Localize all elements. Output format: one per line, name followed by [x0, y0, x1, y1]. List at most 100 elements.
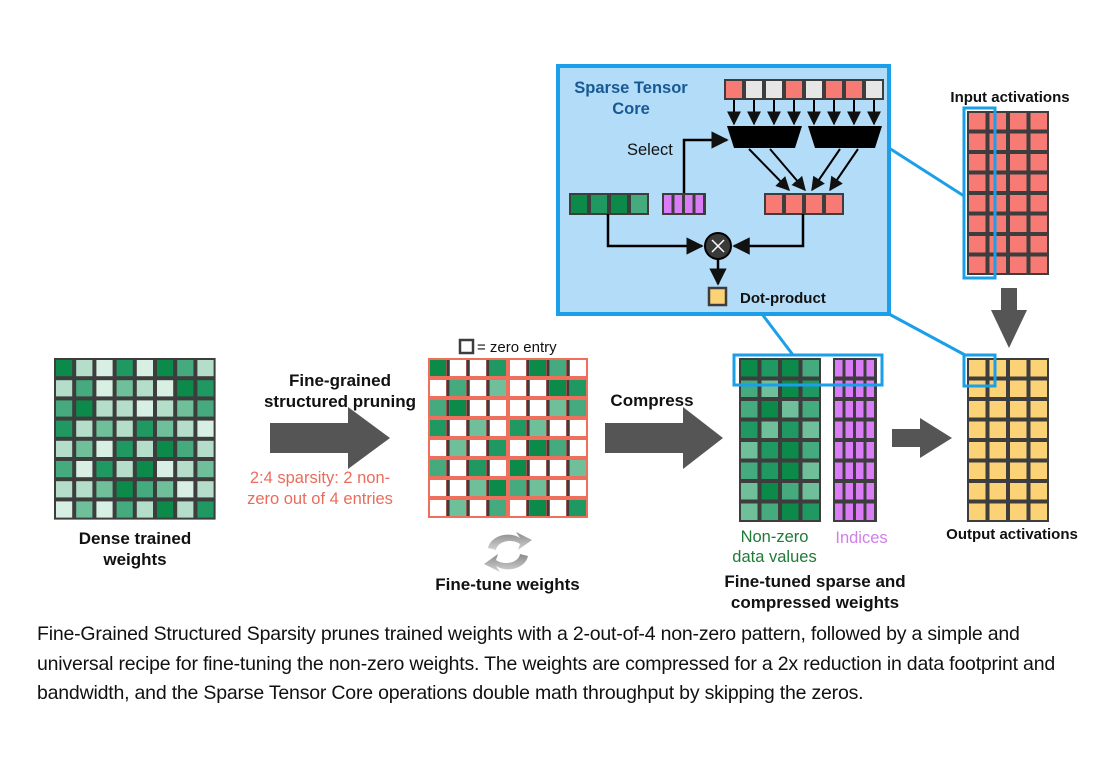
dense-weight-cell: [96, 400, 113, 417]
sparsity-note-line1: 2:4 sparsity: 2 non-: [249, 469, 391, 487]
cell-divider: [446, 460, 450, 476]
index-cell: [845, 462, 853, 479]
dense-weight-cell: [157, 501, 174, 518]
cell-divider: [466, 400, 470, 416]
dense-weight-cell: [136, 420, 153, 437]
cell-divider: [526, 420, 530, 436]
input-activation-cell: [1030, 113, 1047, 130]
tc-input-cell: [786, 81, 802, 98]
nonzero-weight-cell: [550, 440, 566, 456]
output-activation-cell: [1030, 421, 1047, 438]
zero-weight-cell: [570, 420, 586, 436]
cell-divider: [566, 480, 570, 496]
cell-divider: [466, 440, 470, 456]
output-activation-cell: [989, 462, 1006, 479]
cell-divider: [486, 460, 490, 476]
index-cell: [835, 380, 843, 397]
dense-weight-cell: [197, 400, 214, 417]
multiplexer-right: [808, 126, 882, 148]
dense-weight-cell: [136, 461, 153, 478]
activations-to-multiply-line: [732, 214, 805, 255]
compressed-weight-cell: [782, 483, 799, 500]
cell-divider: [546, 480, 550, 496]
output-activation-cell: [1030, 380, 1047, 397]
input-activation-cell: [989, 113, 1006, 130]
input-activation-cell: [1010, 154, 1027, 171]
nonzero-weight-cell: [550, 400, 566, 416]
pruning-label-line1: Fine-grained: [288, 371, 391, 390]
compressed-weight-cell: [802, 401, 819, 418]
compressed-weight-cell: [761, 462, 778, 479]
tensor-core-weight-values: [569, 193, 649, 215]
indices-grid: [833, 358, 877, 522]
dense-weight-cell: [96, 461, 113, 478]
cell-divider: [466, 360, 470, 376]
tc-selected-cell: [786, 195, 802, 213]
compressed-weights-title-line2: compressed weights: [730, 593, 900, 612]
index-cell: [866, 421, 874, 438]
sparse-tensor-core-panel: Sparse Tensor Core Select Dot-product: [556, 64, 891, 316]
compressed-weights-title: Fine-tuned sparse and compressed weights: [705, 571, 925, 613]
index-cell: [866, 401, 874, 418]
input-activation-cell: [1030, 215, 1047, 232]
mux-output-arrow: [829, 148, 859, 192]
tc-weight-cell: [591, 195, 607, 213]
dense-weight-cell: [136, 501, 153, 518]
dense-weight-cell: [96, 481, 113, 498]
dense-weight-cell: [76, 481, 93, 498]
zero-weight-cell: [490, 460, 506, 476]
dense-weight-cell: [116, 360, 133, 377]
input-activation-cell: [969, 154, 986, 171]
zero-weight-cell: [530, 400, 546, 416]
compress-label: Compress: [610, 391, 694, 410]
index-cell: [835, 462, 843, 479]
input-to-output-arrow: [991, 288, 1027, 348]
nonzero-weight-cell: [570, 400, 586, 416]
output-activation-cell: [1010, 483, 1027, 500]
dense-weight-cell: [157, 400, 174, 417]
cell-divider: [466, 480, 470, 496]
nonzero-weight-cell: [450, 500, 466, 516]
sparsity-note-line2: zero out of 4 entries: [247, 490, 393, 508]
input-activations-grid: [967, 111, 1049, 275]
compressed-weight-cell: [802, 360, 819, 377]
index-cell: [856, 483, 864, 500]
index-cell: [856, 380, 864, 397]
zero-weight-cell: [510, 360, 526, 376]
cell-divider: [546, 360, 550, 376]
index-cell: [856, 401, 864, 418]
dense-weight-cell: [76, 461, 93, 478]
cell-divider: [566, 500, 570, 516]
output-activation-cell: [1030, 360, 1047, 377]
index-cell: [835, 442, 843, 459]
cell-divider: [526, 400, 530, 416]
dense-weight-cell: [157, 481, 174, 498]
zoom-connector-lines: [760, 146, 966, 357]
output-activation-cell: [969, 442, 986, 459]
dense-weight-cell: [96, 420, 113, 437]
dense-weight-cell: [136, 360, 153, 377]
dense-weight-cell: [177, 380, 194, 397]
dense-weight-cell: [76, 501, 93, 518]
dense-weight-cell: [76, 440, 93, 457]
compressed-weight-cell: [782, 360, 799, 377]
compressed-weight-cell: [741, 442, 758, 459]
cell-divider: [486, 380, 490, 396]
zero-weight-cell: [430, 500, 446, 516]
compressed-weight-cell: [802, 483, 819, 500]
output-activation-cell: [989, 380, 1006, 397]
cell-divider: [466, 380, 470, 396]
index-cell: [835, 360, 843, 377]
output-activation-cell: [969, 380, 986, 397]
compressed-weight-cell: [782, 380, 799, 397]
index-cell: [845, 503, 853, 520]
cell-divider: [486, 360, 490, 376]
tc-weight-cell: [571, 195, 587, 213]
cell-divider: [486, 420, 490, 436]
output-activation-cell: [969, 360, 986, 377]
refresh-cycle-icon: [484, 532, 532, 572]
input-activation-cell: [1010, 195, 1027, 212]
zero-weight-cell: [430, 440, 446, 456]
input-activation-cell: [989, 256, 1006, 273]
dense-weight-cell: [136, 440, 153, 457]
